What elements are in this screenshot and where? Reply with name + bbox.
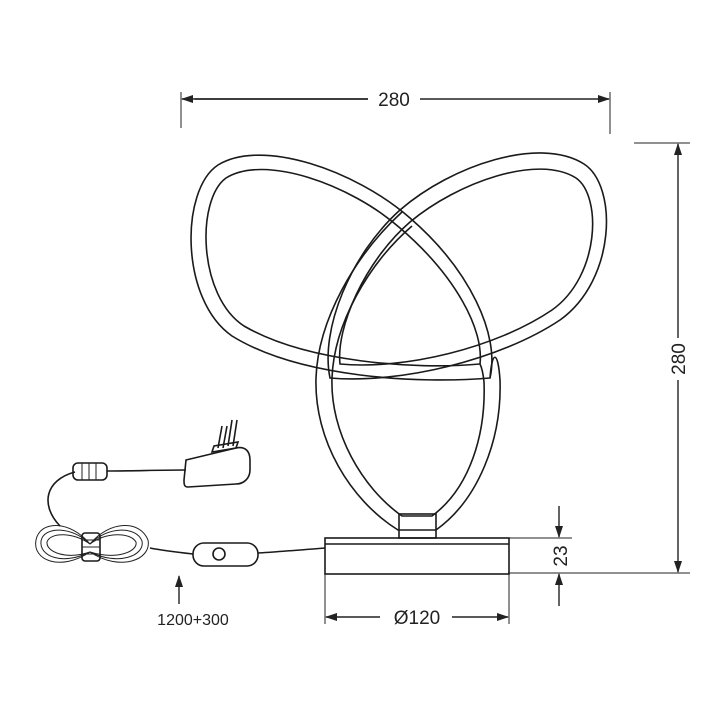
lamp-base — [324, 513, 510, 575]
cable-loop-up — [47, 471, 76, 527]
cable-length-label: 1200+300 — [157, 612, 229, 629]
cable-to-switch — [257, 547, 326, 554]
cable-to-plug — [106, 469, 187, 472]
power-plug-icon — [183, 419, 251, 488]
left-loop-inner — [205, 168, 482, 367]
cable-connector — [72, 462, 108, 481]
lower-loop-outer — [315, 211, 501, 531]
inline-switch — [192, 542, 259, 567]
cable-to-coil — [149, 547, 194, 555]
power-cable — [35, 462, 326, 567]
width-label: 280 — [378, 90, 410, 111]
plug-top — [210, 440, 240, 454]
base-height-label: 23 — [551, 545, 572, 566]
plug-body — [183, 446, 251, 488]
plug-pin-right — [227, 419, 233, 447]
height-dimension: 280 — [508, 142, 690, 574]
right-loop-outer — [327, 152, 608, 380]
height-label: 280 — [669, 343, 690, 375]
base-body — [324, 537, 510, 575]
left-loop-outer — [190, 154, 493, 381]
lamp-ribbon — [190, 152, 608, 531]
lower-loop-inner — [331, 225, 485, 517]
diameter-label: Ø120 — [394, 608, 440, 629]
width-dimension: 280 — [180, 90, 611, 134]
base-height-dimension: 23 — [432, 506, 572, 606]
switch-button-icon — [212, 547, 226, 561]
base-diameter-dimension: Ø120 — [324, 574, 510, 629]
base-connector — [398, 513, 437, 539]
coiled-cable-icon — [35, 525, 149, 563]
plug-pin-left — [217, 425, 223, 449]
right-loop-inner — [338, 168, 594, 366]
cable-length-callout: 1200+300 — [157, 575, 229, 629]
